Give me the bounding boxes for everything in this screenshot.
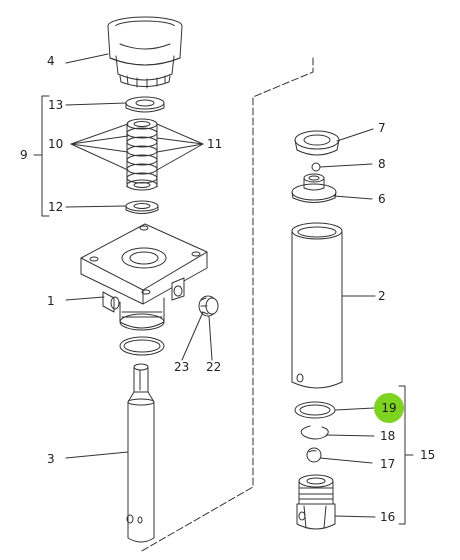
label-3: 3 (47, 452, 55, 466)
label-2: 2 (378, 289, 386, 303)
part-1-flange-body (80, 223, 208, 331)
part-18-snap-ring (300, 425, 329, 440)
label-16: 16 (380, 510, 396, 524)
part-12-washer (125, 200, 159, 214)
o-ring-lower (119, 336, 165, 356)
label-18: 18 (380, 429, 396, 443)
label-10: 10 (48, 137, 64, 151)
part-16-valve-bottom (296, 474, 336, 530)
label-12: 12 (48, 200, 64, 214)
part-6-valve-seat (291, 173, 337, 203)
label-19: 19 (381, 401, 397, 415)
label-17: 17 (380, 457, 396, 471)
part-4-cap (107, 16, 183, 89)
label-13: 13 (48, 98, 64, 112)
label-11: 11 (207, 137, 223, 151)
part-8-ball (311, 162, 321, 172)
part-7-cap (294, 130, 340, 156)
bracket-9 (41, 95, 50, 217)
part-19-ring (294, 401, 336, 419)
assembly-boundary-dashed (139, 57, 314, 553)
label-7: 7 (378, 121, 386, 135)
label-6: 6 (378, 192, 386, 206)
label-4: 4 (47, 54, 55, 68)
label-22: 22 (206, 360, 222, 374)
part-13-washer (125, 96, 165, 113)
leader-lines (65, 53, 376, 518)
label-15: 15 (420, 448, 436, 462)
part-3-plunger (126, 363, 155, 543)
part-17-ball (306, 447, 322, 463)
part-19-highlight-callout[interactable]: 19 (374, 393, 404, 423)
label-9: 9 (20, 148, 28, 162)
part-10-11-springs (126, 118, 158, 191)
label-1: 1 (47, 294, 55, 308)
label-23: 23 (174, 360, 190, 374)
part-22-23-plug (198, 295, 219, 317)
label-8: 8 (378, 157, 386, 171)
part-2-cylinder (291, 222, 343, 389)
